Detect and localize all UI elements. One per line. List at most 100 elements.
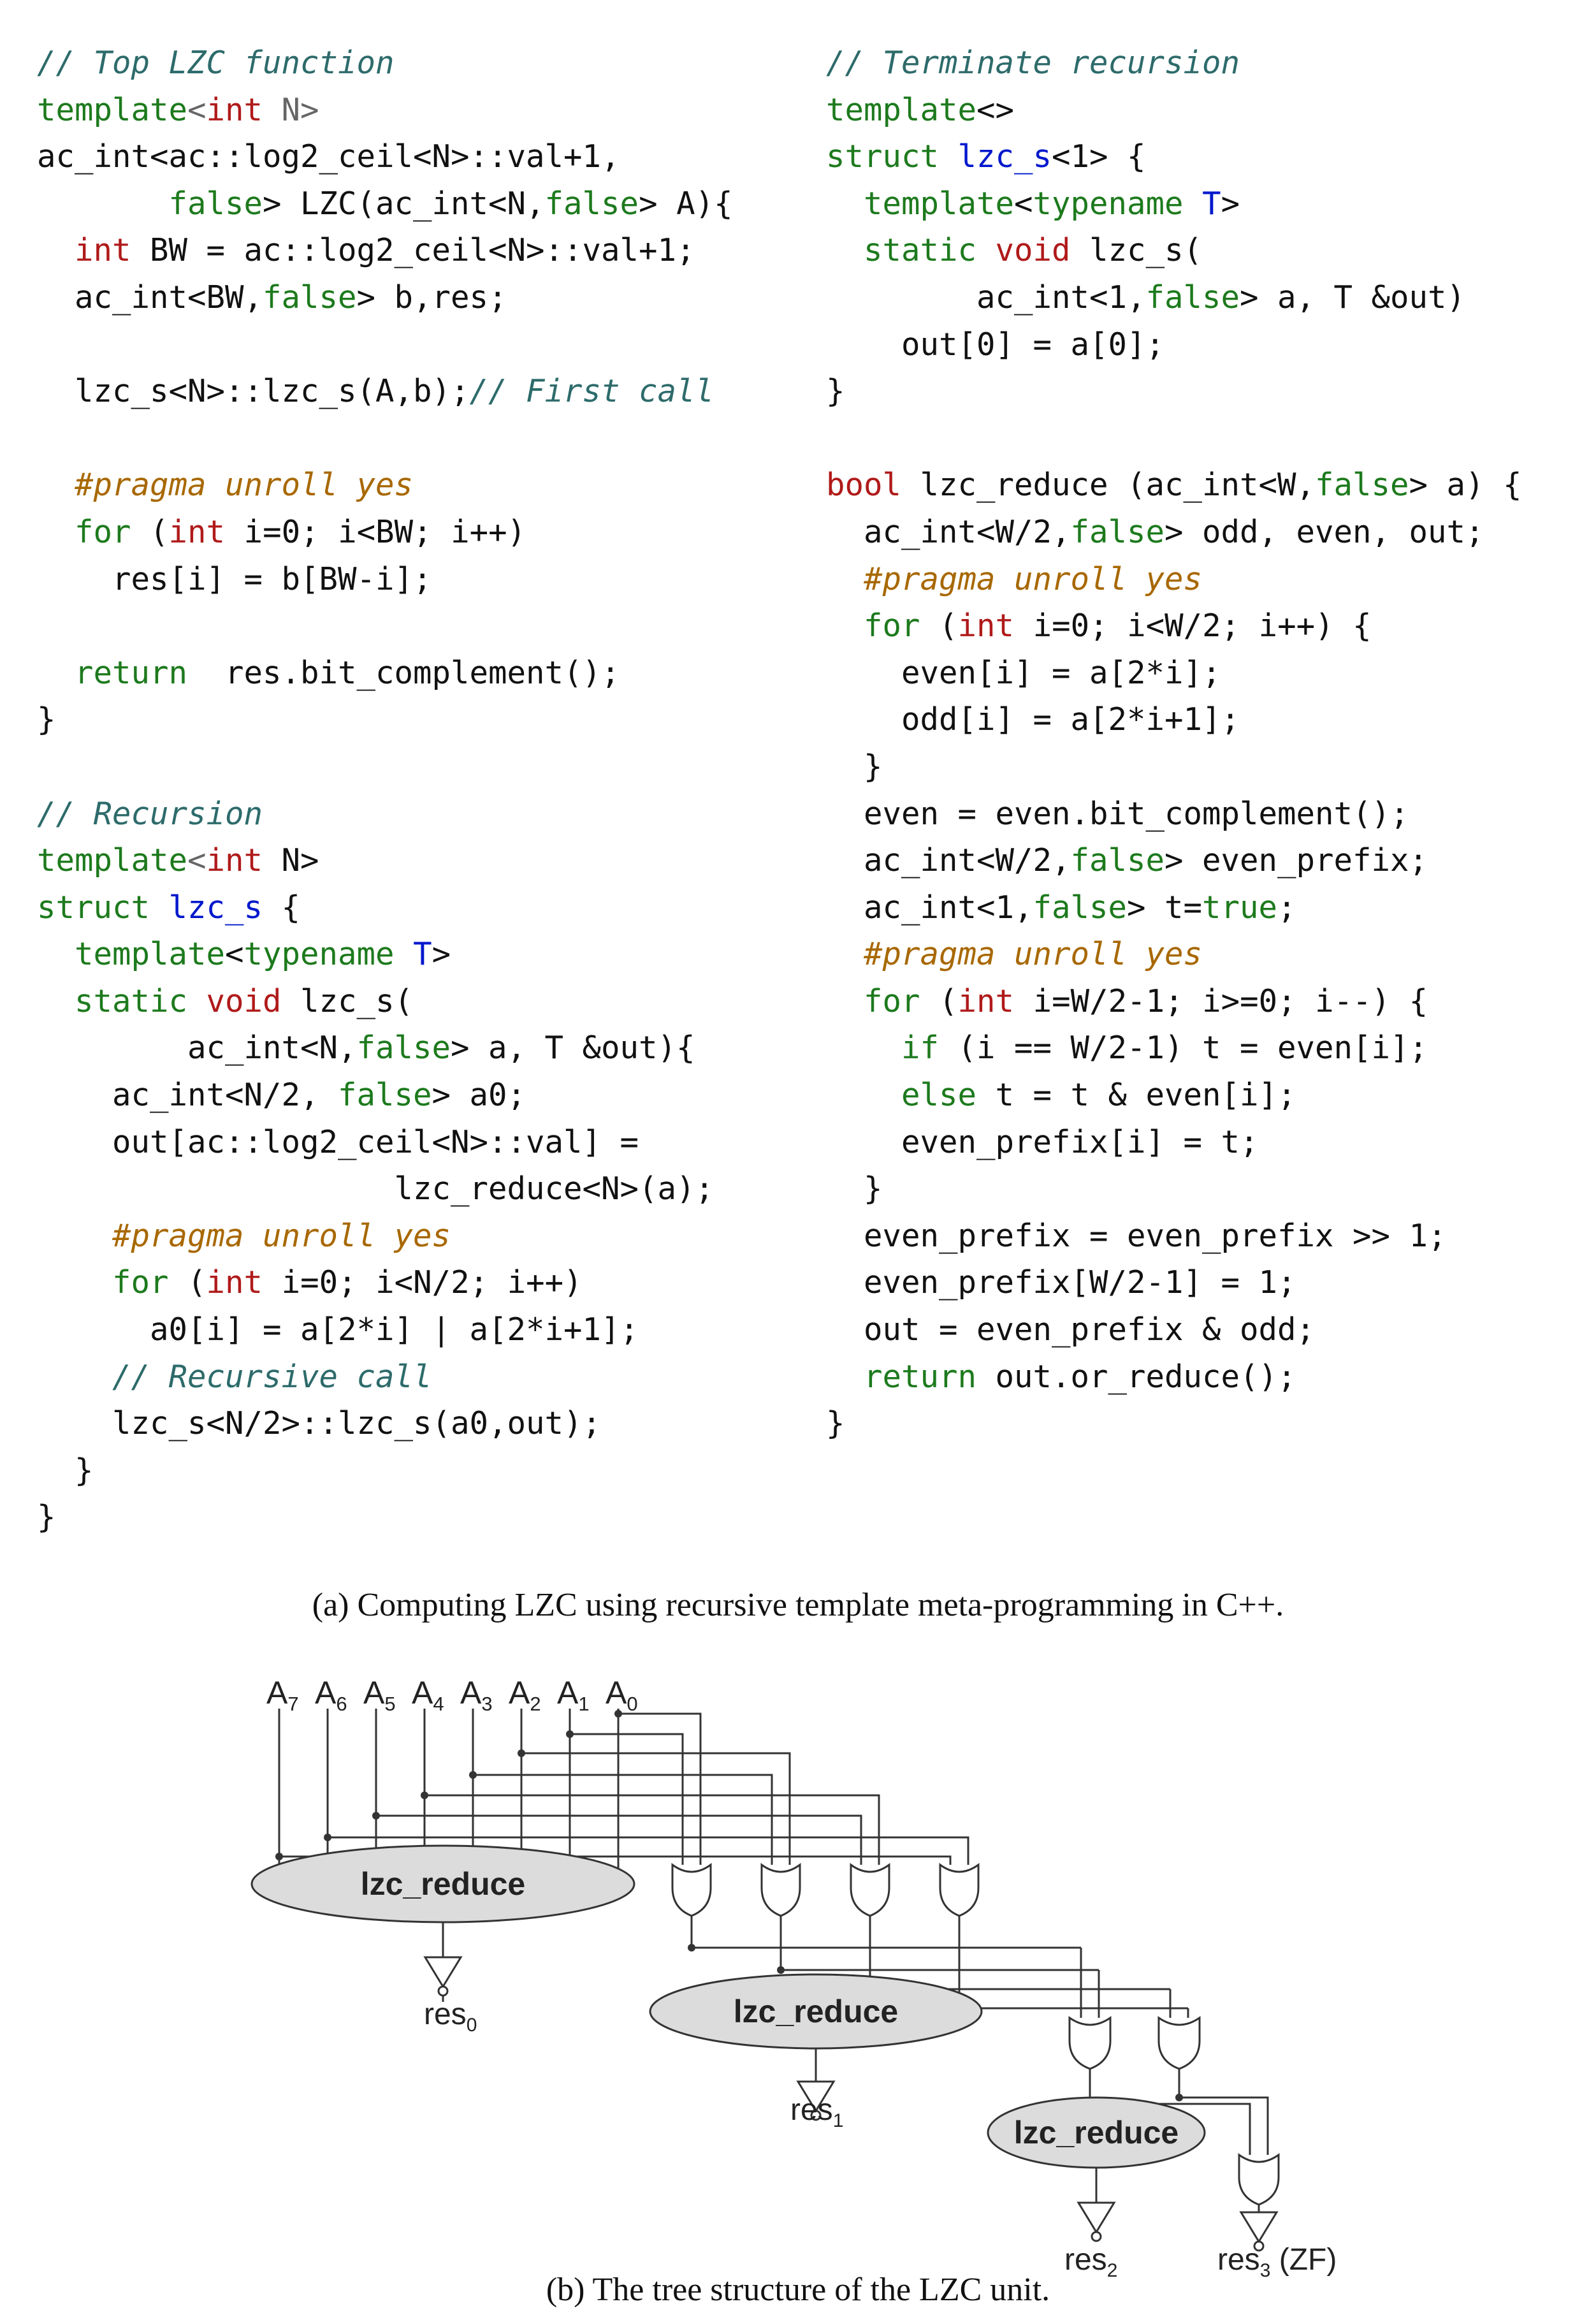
code-token: struct [37,889,150,926]
code-token: false [1070,842,1165,879]
or-gate [1238,2153,1280,2206]
code-token: ac_int<W/2, [826,513,1071,550]
caption-b: (b) The tree structure of the LZC unit. [546,2272,1050,2308]
code-line: even_prefix[i] = t; [826,1119,1522,1166]
inverters [423,1956,1279,2252]
code-token [37,936,75,972]
lzc-reduce-block [987,2096,1206,2169]
code-token: } [37,1452,94,1489]
code-token: false [1145,279,1240,316]
code-token: ac_int<1, [826,279,1146,316]
caption-a: (a) Computing LZC using recursive templa… [312,1587,1284,1623]
code-token: > LZC(ac_int<N, [263,185,545,222]
code-line: template<int N> [37,837,733,884]
code-token: for [864,608,920,645]
code-token [37,983,75,1019]
code-token: template [864,185,1015,222]
code-line: #pragma unroll yes [826,931,1522,978]
code-token: ac_int<1, [826,889,1033,926]
code-line: // Recursive call [37,1354,733,1401]
code-token: (i == W/2-1) t = even[i]; [939,1030,1428,1067]
code-token: < [187,842,207,879]
code-line: } [826,1400,1522,1447]
code-token [37,1264,112,1301]
code-line: static void lzc_s( [826,227,1522,274]
code-token: > a, T &out){ [451,1030,695,1067]
code-token [826,232,864,268]
junction-dot [324,1834,331,1841]
code-token: BW = ac::log2_ceil<N>::val+1; [131,232,695,269]
input-label: A2 [509,1675,541,1715]
code-token: bool [826,467,902,504]
code-token [826,936,864,972]
code-token: void [995,232,1071,269]
code-line [37,743,733,791]
inverter-bubble [1091,2231,1102,2242]
code-line: ac_int<BW,false> b,res; [37,274,733,321]
code-token: false [1070,513,1165,550]
code-line: return out.or_reduce(); [826,1354,1522,1401]
code-token: else [901,1077,977,1114]
code-token [37,186,169,222]
code-line: lzc_s<N/2>::lzc_s(a0,out); [37,1400,733,1447]
code-line: even_prefix[W/2-1] = 1; [826,1259,1522,1306]
code-token: typename [1033,185,1184,222]
code-line: for (int i=0; i<BW; i++) [37,509,733,556]
code-token: // Recursion [37,795,263,832]
code-line: } [37,696,733,743]
inverter-bubble [810,2110,822,2121]
code-token: out[ac::log2_ceil<N>::val] = [37,1123,639,1160]
code-line: if (i == W/2-1) t = even[i]; [826,1025,1522,1072]
code-line: ac_int<N/2, false> a0; [37,1072,733,1119]
code-token: ; [1277,889,1296,926]
code-line: template<typename T> [37,931,733,978]
code-token [37,467,75,503]
input-label: A0 [606,1675,638,1715]
or-gate [760,1863,801,1917]
code-token: void [206,982,282,1019]
code-token: <1> { [1052,138,1146,175]
code-token: int [206,842,263,879]
lzc-reduce-label: lzc_reduce [361,1866,525,1902]
or-gates [671,1863,1280,2206]
code-line: for (int i=W/2-1; i>=0; i--) { [826,978,1522,1025]
wire-in [569,1709,684,1865]
junction-dot [1175,2094,1183,2101]
code-line: } [826,743,1522,791]
code-token: #pragma unroll yes [864,936,1203,973]
code-token: // First call [469,373,715,410]
code-token: false [544,185,639,222]
code-token: T [413,936,432,973]
code-token: N> [263,91,319,128]
junction-dot [275,1853,283,1860]
code-line: ac_int<1,false> a, T &out) [826,274,1522,321]
code-token: int [957,982,1015,1019]
code-token: i=0; i<BW; i++) [225,513,526,550]
code-token: even_prefix[W/2-1] = 1; [826,1264,1296,1301]
code-token: lzc_s( [281,982,414,1019]
code-token: > b,res; [356,279,507,316]
code-token: lzc_reduce (ac_int<W, [901,467,1316,504]
code-token: > A){ [639,185,733,222]
code-token: template [826,91,977,128]
wire-mid [1178,2069,1269,2155]
code-token: } [826,748,883,785]
code-token: #pragma unroll yes [75,467,414,504]
code-token: ac_int<N, [37,1030,357,1067]
code-token: > odd, even, out; [1164,513,1484,550]
code-token: false [263,279,357,316]
code-token: > a0; [432,1077,526,1114]
code-line: else t = t & even[i]; [826,1072,1522,1119]
code-token: lzc_s<N/2>::lzc_s(a0,out); [37,1405,602,1442]
code-token: false [1033,889,1128,926]
output-label: res3 (ZF) [1217,2243,1337,2281]
code-token: ( [920,608,958,645]
code-token: ( [131,513,169,550]
code-token: < [1014,185,1033,222]
code-line: even_prefix = even_prefix >> 1; [826,1213,1522,1260]
code-line: for (int i=0; i<W/2; i++) { [826,602,1522,650]
code-token: lzc_s [957,138,1052,175]
code-line: #pragma unroll yes [37,1213,733,1260]
code-token: res.bit_complement(); [187,654,620,691]
